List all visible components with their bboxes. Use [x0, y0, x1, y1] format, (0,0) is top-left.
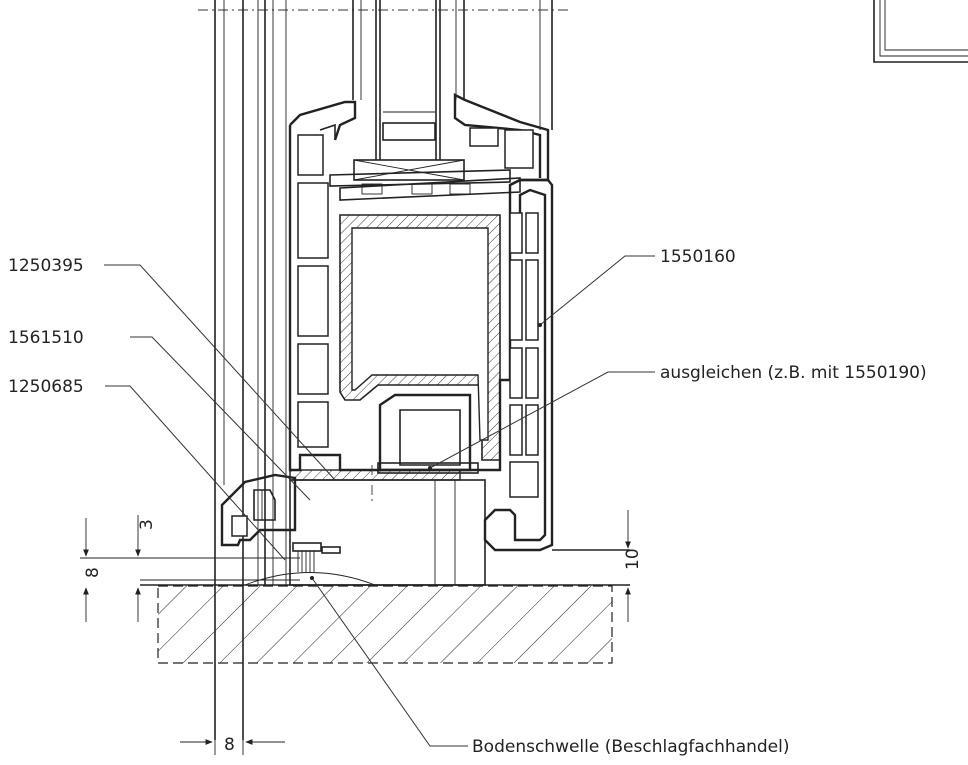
dim-label-bottom-8: 8 [224, 735, 235, 755]
dim-label-right-10: 10 [623, 548, 643, 570]
callout-1550160: 1550160 [660, 247, 736, 267]
drip-profile-1250685 [220, 473, 297, 547]
callout-1561510: 1561510 [8, 328, 84, 348]
dim-label-left-8: 8 [83, 567, 103, 578]
dimension-lines [83, 510, 631, 755]
callout-ausgleichen: ausgleichen (z.B. mit 1550190) [660, 363, 927, 383]
callout-bodenschwelle: Bodenschwelle (Beschlagfachhandel) [472, 737, 790, 757]
floor-slab [80, 549, 630, 664]
callout-1250395: 1250395 [8, 256, 84, 276]
steel-reinforcement [339, 214, 501, 461]
callout-1250685: 1250685 [8, 377, 84, 397]
dim-label-top-3: 3 [137, 519, 157, 530]
sash-profile [288, 93, 550, 472]
brush-seal [292, 542, 341, 572]
leader-lines [104, 255, 655, 747]
detail-frame-corner [873, 0, 968, 63]
frame-profile-1550160 [483, 178, 554, 552]
frame-vertical-lines [214, 0, 553, 740]
glazing-unit [339, 111, 521, 201]
